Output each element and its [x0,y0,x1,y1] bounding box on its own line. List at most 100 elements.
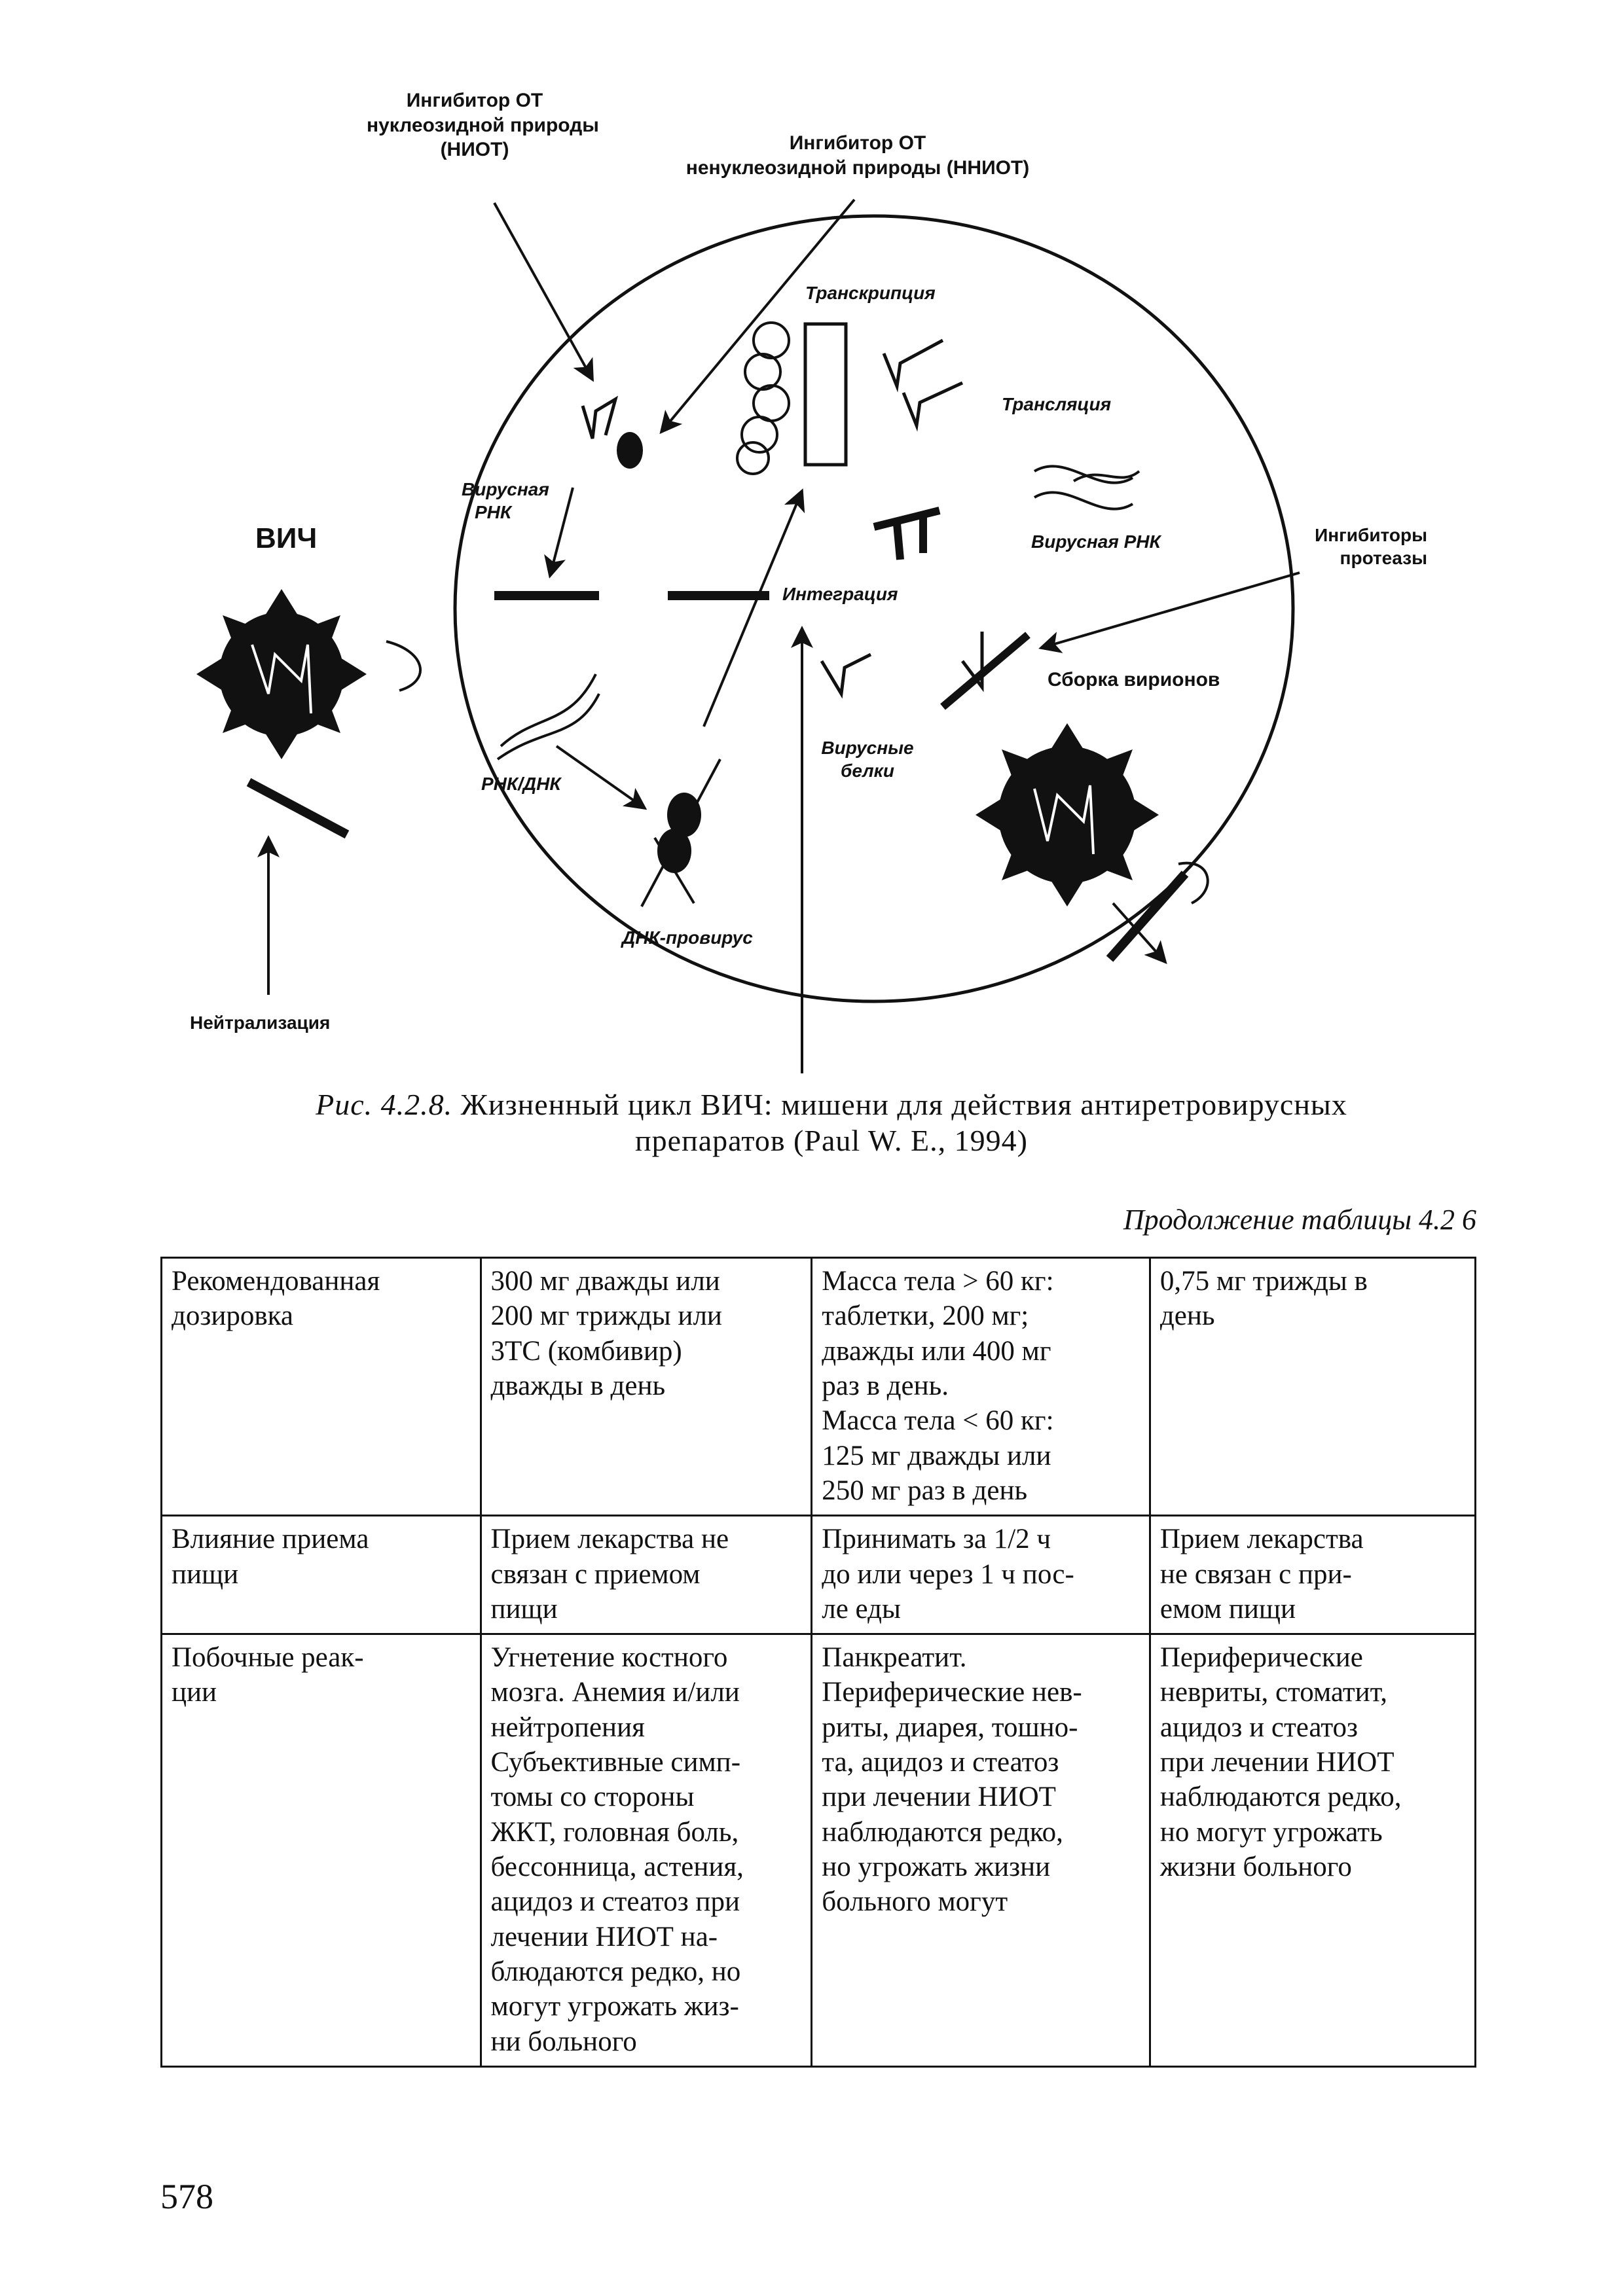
viral-rna-left-line-2: РНК [475,502,512,522]
viral-proteins-line-2: белки [841,761,894,781]
viral-rna-right-icon [1033,465,1140,511]
transcription-label: Транскрипция [805,283,936,303]
row-header-line: пищи [172,1558,239,1590]
cell-line: Масса тела > 60 кг: [822,1266,1054,1297]
cell-line: Панкреатит. [822,1642,967,1674]
viral-rna-right-label: Вирусная РНК [1031,531,1161,552]
table-cell: Панкреатит.Периферические нев-риты, диар… [811,1633,1151,2068]
viral-rna-left-line-1: Вирусная [462,479,549,499]
dna-provirus-icon [640,759,721,907]
cell-line: 0,75 мг трижды в [1159,1266,1368,1297]
cell-line: но угрожать жизни [822,1852,1051,1882]
niot-line-3: (НИОТ) [440,139,509,160]
cell-line: при лечении НИОТ [1159,1747,1395,1778]
cell-line: связан с приемом [490,1558,701,1590]
cell-line: больного могут [822,1886,1008,1918]
cell-line: раз в день. [822,1370,949,1401]
cell-line: таблетки, 200 мг; [822,1300,1029,1332]
cell-line: невриты, стоматит, [1159,1677,1387,1708]
caption-line-2: препаратов (Paul W. E., 1994) [635,1124,1028,1158]
virion-assembly-label: Сборка вирионов [1048,669,1220,691]
cell-line: 250 мг раз в день [822,1475,1028,1506]
row-header-cell: Побочные реак-ции [160,1633,482,2068]
row-header-line: Побочные реак- [172,1642,364,1674]
row-header-line: дозировка [172,1300,294,1332]
nniot-arrow [659,198,856,435]
niot-arrow [493,202,594,382]
integration-icon [873,507,941,560]
row-header-line: Рекомендованная [172,1266,380,1297]
cell-line: день [1159,1300,1215,1332]
cell-line: томы со стороны [490,1782,695,1813]
caption-text-1: Жизненный цикл ВИЧ: мишени для действия … [460,1088,1347,1121]
row-header-line: ции [172,1677,217,1708]
antibody-icon [246,778,350,839]
cell-line: 125 мг дважды или [822,1440,1051,1471]
niot-inhibitor-label: Ингибитор ОТ нуклеозидной природы (НИОТ) [367,88,599,162]
niot-line-2: нуклеозидной природы [367,114,599,136]
integration-label: Интеграция [782,584,898,604]
hiv-label: ВИЧ [255,522,318,554]
viral-rna-left-label: Вирусная РНК [462,478,549,524]
cell-line: до или через 1 ч пос- [822,1558,1074,1590]
cell-line: наблюдаются редко, [1159,1782,1402,1813]
protease-line-1: Ингибиторы [1315,525,1427,545]
table-cell: Масса тела > 60 кг:таблетки, 200 мг;дваж… [811,1256,1151,1517]
virion-assembly-icon [940,632,1030,710]
cell-line: 200 мг трижды или [490,1300,722,1332]
cell-line: дважды в день [490,1370,666,1401]
cell-line: емом пищи [1159,1593,1296,1624]
translation-icon [882,338,964,432]
cell-line: Субъективные симп- [490,1747,741,1778]
cell-line: не связан с при- [1159,1558,1352,1590]
cell-line: Угнетение костного [490,1642,728,1674]
cell-line: лечении НИОТ на- [490,1921,718,1952]
reverse-transcriptase-icon [581,395,643,469]
hiv-lifecycle-diagram [196,198,1300,1073]
niot-line-1: Ингибитор ОТ [406,90,543,111]
dna-provirus-label: ДНК-провирус [622,927,753,948]
cell-line: мозга. Анемия и/или [490,1677,740,1708]
rna-dna-label: РНК/ДНК [481,774,561,794]
page-number: 578 [160,2177,213,2216]
hiv-virion-right [976,723,1159,906]
caption-line-1: Рис. 4.2.8. Жизненный цикл ВИЧ: мишени д… [210,1086,1453,1122]
cell-line: Масса тела < 60 кг: [822,1405,1054,1437]
row-header-line: Влияние приема [172,1524,369,1555]
cell-line: риты, диарея, тошно- [822,1712,1078,1743]
transcription-icon [736,321,848,475]
cell-line: ацидоз и стеатоз при [490,1886,740,1918]
cell-line: ни больного [490,2026,637,2057]
cell-line: пищи [490,1593,558,1624]
hiv-lifecycle-figure: Ингибитор ОТ нуклеозидной природы (НИОТ)… [0,0,1623,1073]
figure-caption: Рис. 4.2.8. Жизненный цикл ВИЧ: мишени д… [210,1086,1453,1158]
caption-figure-number: Рис. 4.2.8. [316,1088,453,1121]
cell-line: Прием лекарства не [490,1524,729,1555]
viral-proteins-label: Вирусные белки [815,736,920,782]
cell-line: 3ТС (комбивир) [490,1335,682,1367]
nniot-inhibitor-label: Ингибитор ОТ ненуклеозидной природы (ННИ… [674,131,1041,180]
table-continuation-note: Продолжение таблицы 4.2 6 [1123,1204,1476,1236]
protease-inhibitors-label: Ингибиторы протеазы [1296,524,1427,569]
cell-outline [453,214,1295,1003]
cell-line: 300 мг дважды или [490,1266,720,1297]
nniot-line-2: ненуклеозидной природы (ННИОТ) [685,156,1030,179]
cell-line: бессонница, астения, [490,1852,744,1882]
cell-line: дважды или 400 мг [822,1335,1051,1367]
cell-line: ле еды [822,1593,901,1624]
translation-label: Трансляция [1002,394,1112,414]
cell-line: при лечении НИОТ [822,1782,1056,1813]
viral-proteins-icon [820,653,872,699]
cell-line: ацидоз и стеатоз [1159,1712,1359,1743]
